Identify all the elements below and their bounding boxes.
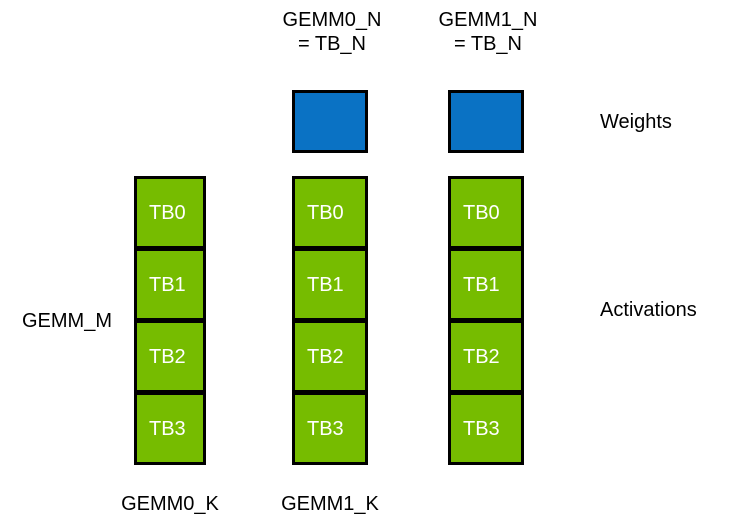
activation-cell: TB1 <box>134 248 206 321</box>
weights-block-gemm0 <box>292 90 368 153</box>
activation-cell: TB3 <box>134 392 206 465</box>
gemm-m-label: GEMM_M <box>22 310 112 332</box>
activation-cell-label: TB2 <box>463 345 500 368</box>
activation-cell-label: TB0 <box>307 201 344 224</box>
gemm1-k-label: GEMM1_K <box>281 493 379 515</box>
weights-row-label: Weights <box>600 111 672 133</box>
activation-cell-label: TB3 <box>463 417 500 440</box>
activation-cell: TB3 <box>292 392 368 465</box>
activation-cell-label: TB1 <box>149 273 186 296</box>
activation-column-1: TB0 TB1 TB2 TB3 <box>292 176 368 465</box>
activation-cell-label: TB1 <box>463 273 500 296</box>
activation-cell: TB1 <box>292 248 368 321</box>
activation-cell: TB0 <box>134 176 206 249</box>
activation-column-0: TB0 TB1 TB2 TB3 <box>134 176 206 465</box>
gemm1-n-label: GEMM1_N = TB_N <box>438 9 538 55</box>
activation-cell: TB0 <box>292 176 368 249</box>
activation-cell: TB3 <box>448 392 524 465</box>
activation-column-2: TB0 TB1 TB2 TB3 <box>448 176 524 465</box>
gemm0-k-label: GEMM0_K <box>121 493 219 515</box>
activation-cell-label: TB1 <box>307 273 344 296</box>
activation-cell-label: TB3 <box>307 417 344 440</box>
activation-cell-label: TB2 <box>149 345 186 368</box>
activation-cell: TB2 <box>134 320 206 393</box>
activation-cell-label: TB2 <box>307 345 344 368</box>
activation-cell: TB2 <box>292 320 368 393</box>
activation-cell-label: TB3 <box>149 417 186 440</box>
activation-cell: TB2 <box>448 320 524 393</box>
activations-row-label: Activations <box>600 299 697 321</box>
activation-cell-label: TB0 <box>149 201 186 224</box>
weights-block-gemm1 <box>448 90 524 153</box>
gemm0-n-label: GEMM0_N = TB_N <box>282 9 382 55</box>
activation-cell-label: TB0 <box>463 201 500 224</box>
activation-cell: TB1 <box>448 248 524 321</box>
activation-cell: TB0 <box>448 176 524 249</box>
